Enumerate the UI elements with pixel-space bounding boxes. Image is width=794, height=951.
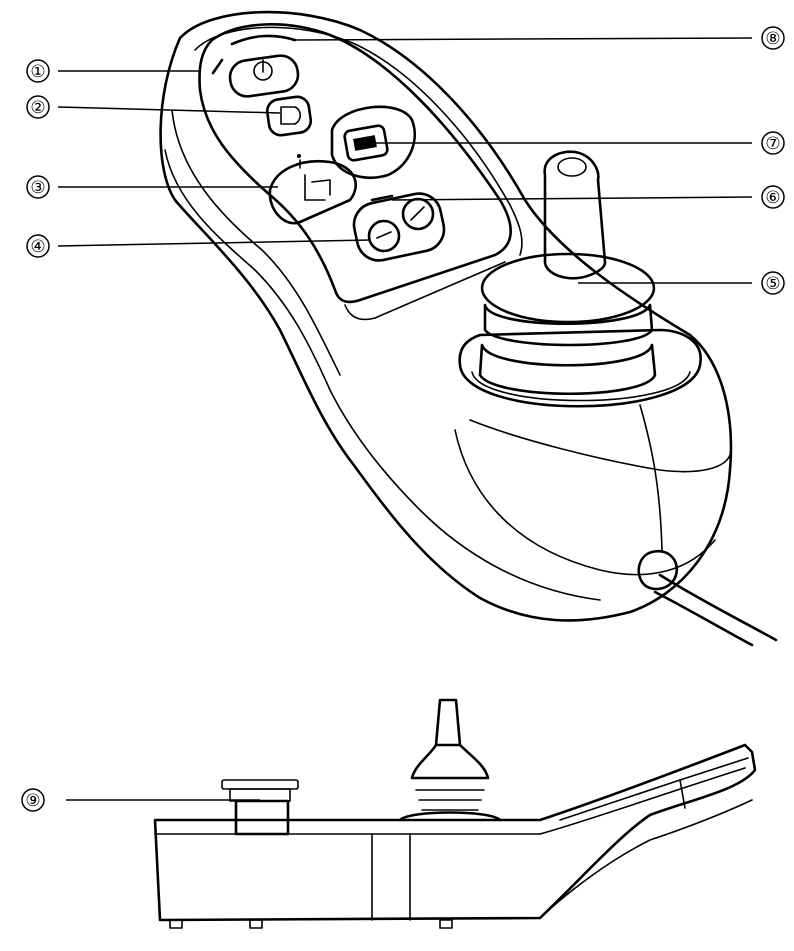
power-led (211, 58, 224, 75)
controller-front-edge (454, 429, 716, 576)
mode-button-surround[interactable] (330, 105, 417, 179)
callout-9: ⑨ (21, 788, 260, 812)
mode-icon (353, 135, 377, 151)
svg-text:②: ② (30, 98, 45, 118)
callout-5: ⑤ (578, 271, 785, 295)
joystick-base-inner (471, 371, 691, 402)
horn-button[interactable] (265, 95, 313, 137)
power-button[interactable] (228, 53, 300, 98)
svg-text:⑦: ⑦ (765, 134, 780, 154)
joystick-shaft (543, 150, 607, 280)
side-body-outline (153, 743, 757, 922)
side-foot-2 (249, 919, 263, 929)
callout-1: ① (26, 59, 200, 83)
seat-icon-dot (297, 154, 301, 158)
controller-side-line-2 (171, 109, 341, 376)
joystick[interactable] (458, 150, 702, 408)
callout-3: ③ (26, 175, 278, 199)
speed-up-button[interactable] (401, 197, 435, 231)
joystick-knob-top (557, 157, 587, 177)
callout-4: ④ (26, 234, 371, 258)
svg-text:⑤: ⑤ (765, 274, 780, 294)
joystick-collar (480, 252, 656, 324)
controller-side-line (164, 149, 601, 601)
mode-button[interactable] (343, 124, 389, 162)
horn-icon (280, 106, 302, 125)
svg-text:⑨: ⑨ (25, 791, 40, 811)
joystick-boot-ring (478, 343, 657, 395)
side-foot-1 (169, 919, 183, 929)
speed-down-icon (376, 231, 392, 239)
charging-socket[interactable] (221, 779, 299, 836)
battery-led-bar (230, 34, 297, 46)
svg-text:①: ① (30, 62, 45, 82)
callout-6: ⑥ (391, 185, 785, 209)
callout-2: ② (26, 95, 281, 119)
callouts: ① ② ③ ④ ⑤ ⑥ ⑦ (21, 26, 785, 812)
keypad-panel (198, 23, 512, 304)
controller-body-outline (159, 10, 733, 622)
callout-8: ⑧ (291, 26, 785, 50)
svg-text:⑧: ⑧ (765, 29, 780, 49)
svg-text:⑥: ⑥ (765, 188, 780, 208)
speed-led (370, 194, 394, 202)
cable (637, 404, 778, 647)
side-top-strip (559, 757, 749, 821)
side-wedge (539, 767, 753, 919)
joystick-boot (483, 303, 654, 347)
svg-text:④: ④ (30, 237, 45, 257)
svg-text:③: ③ (30, 178, 45, 198)
speed-up-icon (410, 206, 425, 221)
speed-down-button[interactable] (367, 219, 401, 253)
controller-perspective-view (159, 10, 778, 647)
keypad-bottom-ledge (344, 261, 506, 321)
side-foot-3 (439, 919, 453, 929)
speed-buttons[interactable] (350, 189, 448, 264)
joystick-base-gaiter (458, 328, 702, 408)
callout-7: ⑦ (375, 131, 785, 155)
controller-side-view (153, 698, 757, 929)
controller-lower-rim (469, 419, 731, 473)
seat-icon (299, 159, 331, 201)
side-joystick[interactable] (398, 698, 502, 822)
controller-body-rim (194, 26, 523, 256)
actuator-button[interactable] (268, 159, 357, 225)
